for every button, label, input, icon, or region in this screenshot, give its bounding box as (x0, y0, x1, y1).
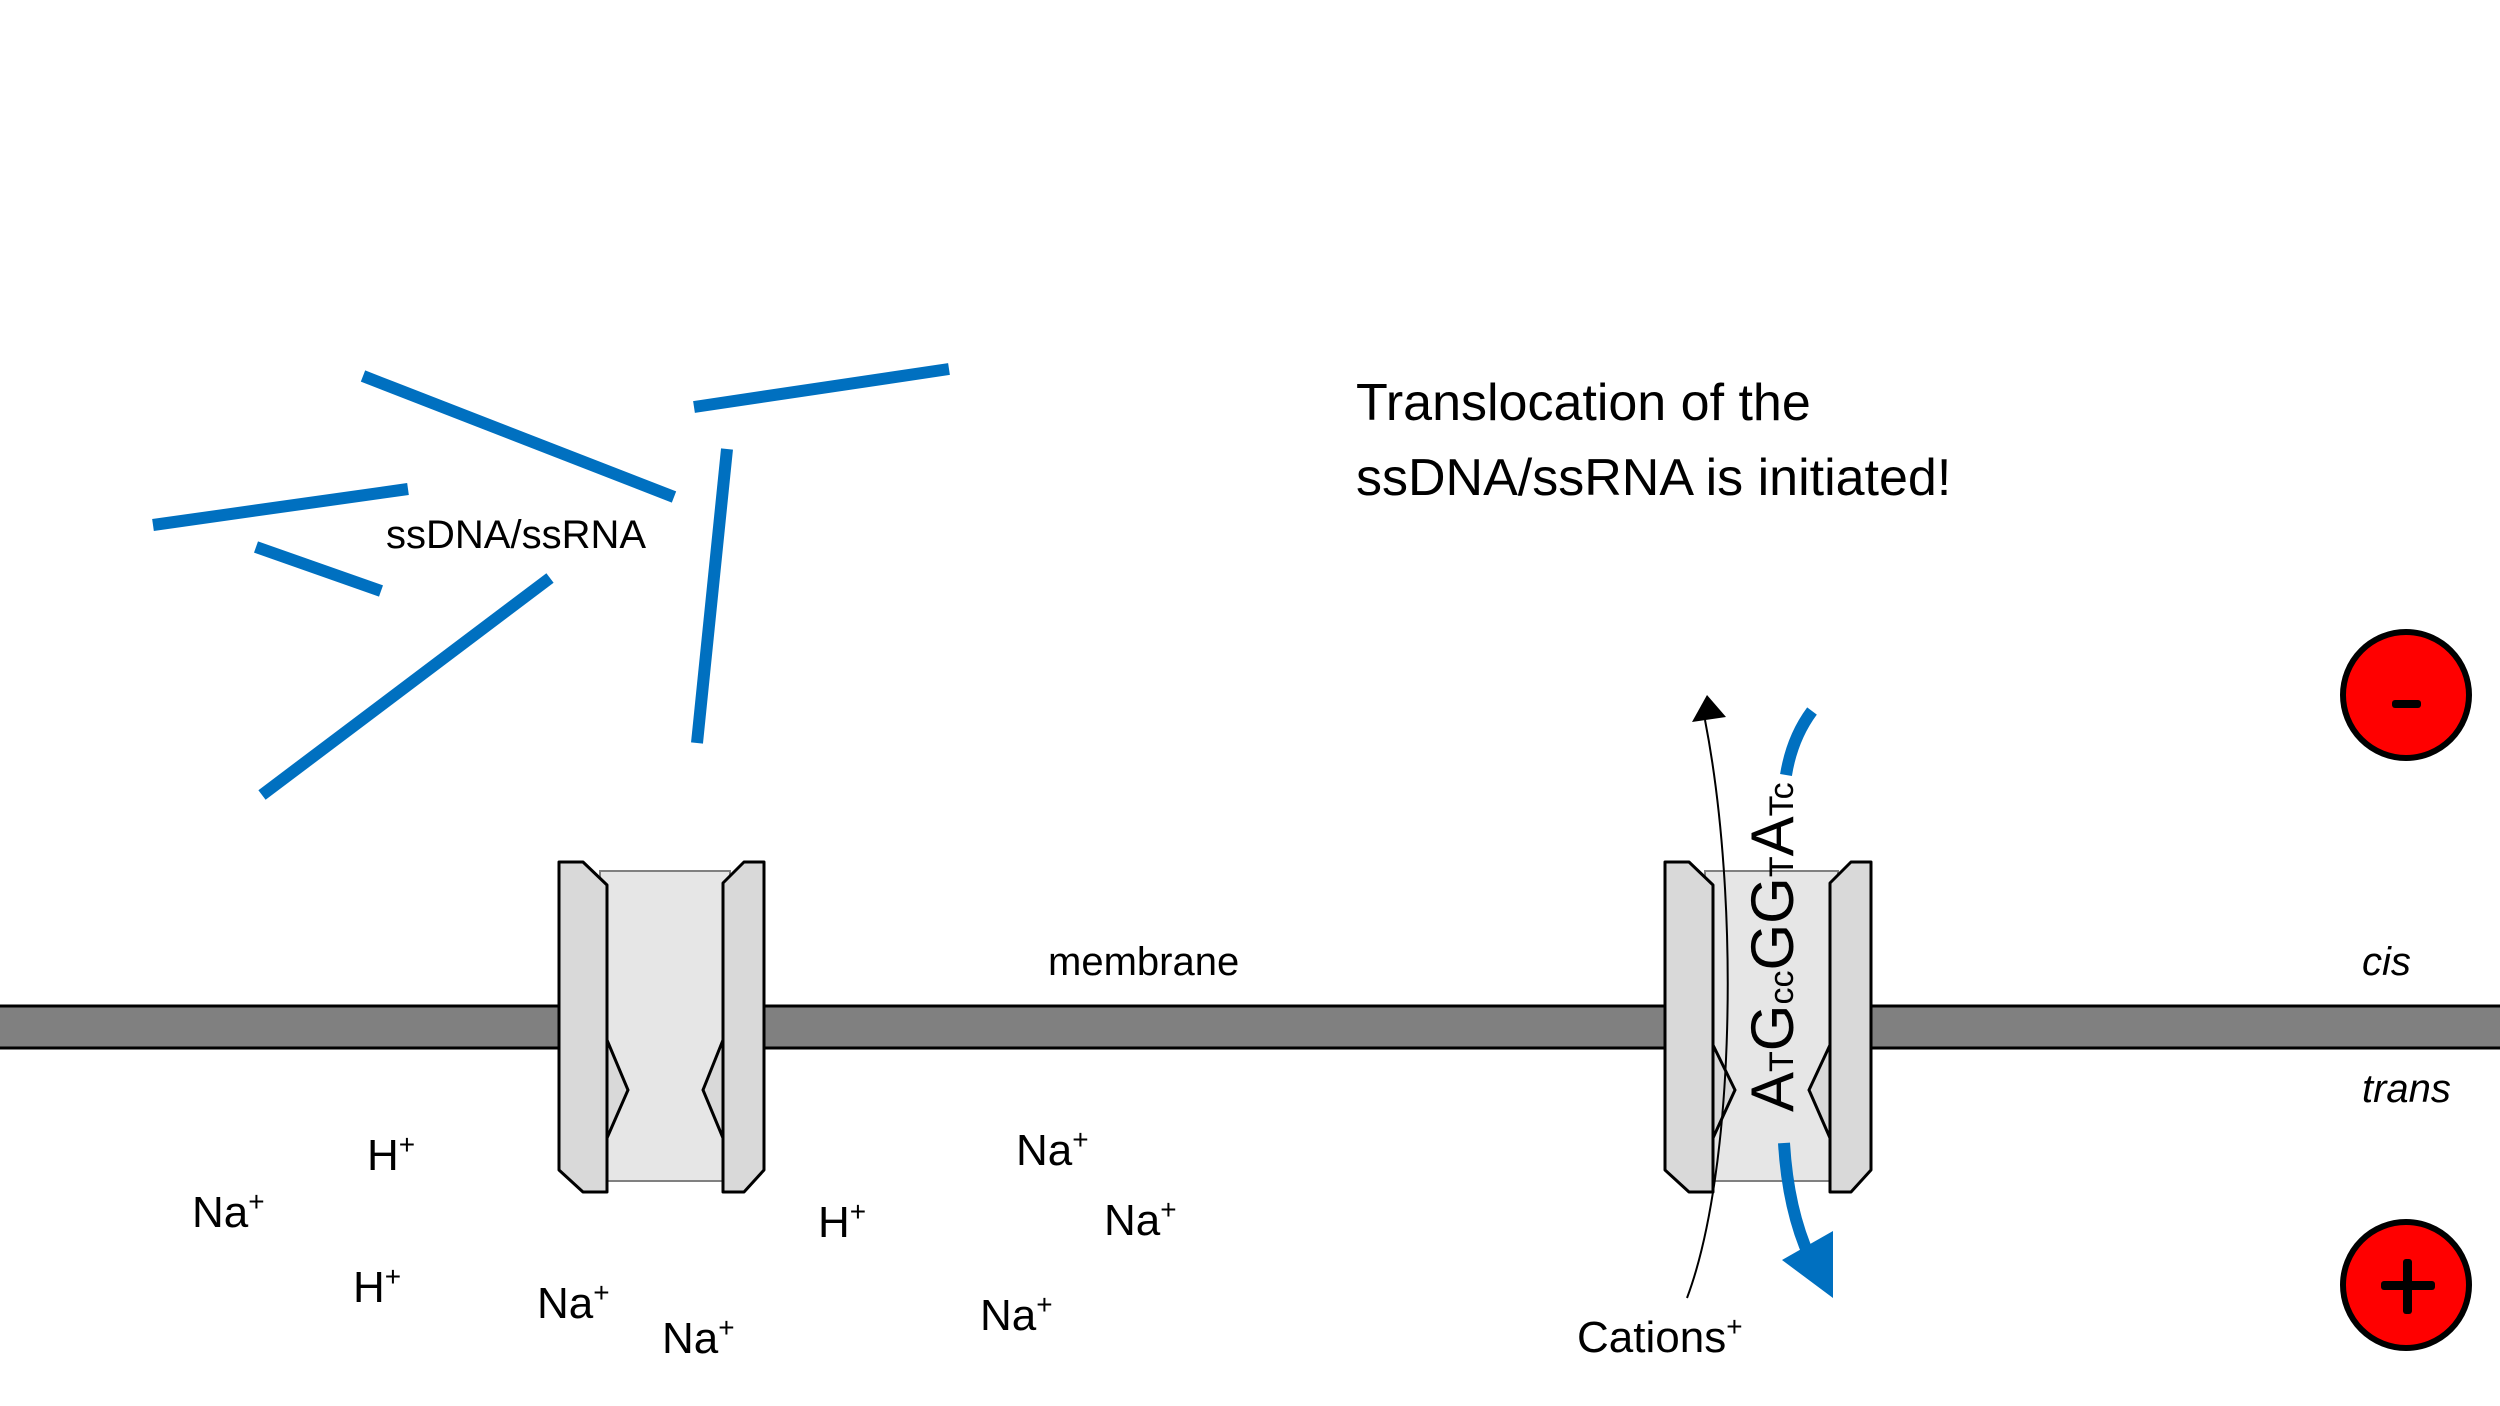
constriction-right (1807, 1044, 1832, 1139)
nanopore-empty (557, 860, 766, 1194)
ion-charge: + (1036, 1289, 1052, 1320)
ion-charge: + (1160, 1194, 1176, 1225)
ion-charge: + (718, 1312, 734, 1343)
sequence-base: c (1763, 988, 1801, 1005)
negative-electrode (2340, 629, 2472, 761)
pore-wall-left (557, 860, 609, 1194)
pore-wall-left (1663, 860, 1715, 1194)
ion-symbol: Na (980, 1291, 1037, 1340)
membrane-label: membrane (1048, 940, 1239, 984)
sequence-base: A (1739, 1072, 1806, 1112)
trans-label: trans (2362, 1067, 2451, 1111)
ion-symbol: Na (1016, 1126, 1073, 1175)
ion-label: Na+ (980, 1289, 1053, 1340)
membrane (0, 1004, 2500, 1050)
ion-charge: + (593, 1277, 609, 1308)
translocating-strand-top (1780, 707, 1817, 777)
ion-symbol: H (353, 1263, 385, 1312)
sequence-base: c (1763, 782, 1801, 799)
plus-icon (2381, 1259, 2435, 1314)
ion-symbol: H (367, 1131, 399, 1180)
cations-text: Cations (1577, 1313, 1726, 1362)
sequence-base: G (1739, 877, 1806, 924)
strand-6 (258, 573, 554, 800)
cation-flow-arrow (1686, 719, 1729, 1299)
strand-2 (254, 541, 383, 597)
minus-icon (2392, 700, 2421, 708)
ion-label: Na+ (537, 1277, 610, 1328)
cations-charge: + (1726, 1311, 1742, 1342)
ion-label: H+ (353, 1261, 401, 1312)
dna-sequence: ATGccGGTATc (1739, 782, 1806, 1112)
ion-charge: + (248, 1186, 264, 1217)
pore-barrel (599, 870, 731, 1182)
ion-charge: + (1072, 1124, 1088, 1155)
strand-3 (360, 370, 677, 503)
ion-charge: + (385, 1261, 401, 1292)
cation-arrowhead-icon (1692, 695, 1726, 722)
ions: Na+H+H+Na+Na+H+Na+Na+Na+ (192, 1124, 1177, 1363)
sequence-base: T (1763, 856, 1801, 877)
electrode-circle (2340, 629, 2472, 761)
sequence-base: G (1739, 1005, 1806, 1052)
sequence-base: c (1763, 971, 1801, 988)
ion-label: Na+ (1104, 1194, 1177, 1245)
ion-symbol: Na (1104, 1196, 1161, 1245)
sequence-base: A (1739, 816, 1806, 856)
positive-electrode (2340, 1219, 2472, 1351)
title-line-1: Translocation of the (1356, 374, 1811, 432)
strands-label: ssDNA/ssRNA (386, 513, 646, 557)
constriction-right (701, 1039, 725, 1139)
cis-label: cis (2362, 940, 2411, 984)
constriction-left (605, 1039, 630, 1139)
pore-wall-right (721, 860, 766, 1194)
ion-symbol: Na (537, 1279, 594, 1328)
ion-charge: + (399, 1129, 415, 1160)
free-strands (152, 363, 950, 800)
ion-symbol: Na (192, 1188, 249, 1237)
ion-label: Na+ (662, 1312, 735, 1363)
ion-label: Na+ (192, 1186, 265, 1237)
ion-label: H+ (367, 1129, 415, 1180)
ion-symbol: Na (662, 1314, 719, 1363)
title-line-2: ssDNA/ssRNA is initiated! (1356, 449, 1951, 507)
sequence-base: T (1763, 796, 1801, 816)
strand-4 (693, 363, 950, 413)
ion-charge: + (850, 1196, 866, 1227)
sequence-base: T (1763, 1051, 1801, 1072)
ion-label: Na+ (1016, 1124, 1089, 1175)
ion-label: H+ (818, 1196, 866, 1247)
strand-1 (152, 483, 409, 531)
ion-symbol: H (818, 1198, 850, 1247)
sequence-base: G (1739, 924, 1806, 971)
translocation-arrowhead-icon (1782, 1231, 1833, 1298)
pore-wall-right (1828, 860, 1873, 1194)
strand-5 (691, 448, 733, 744)
cations-label: Cations+ (1577, 1311, 1743, 1362)
